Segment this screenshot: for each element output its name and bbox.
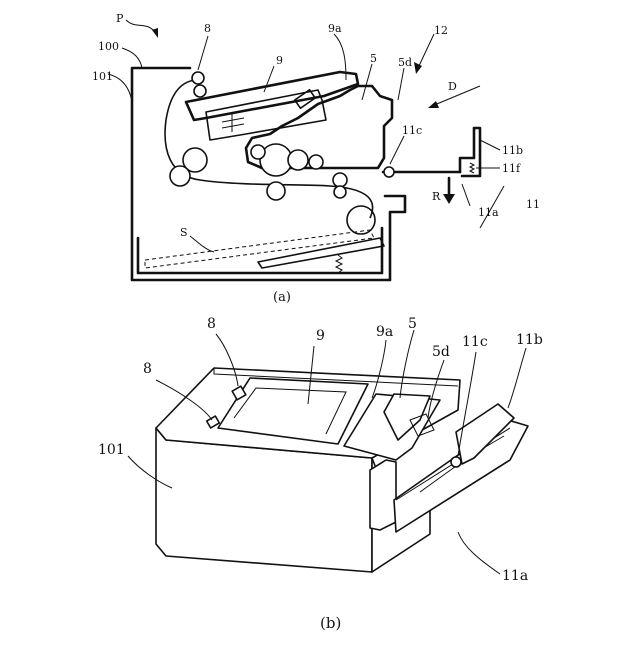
roller-11c-b bbox=[451, 457, 461, 467]
arrow-d-head bbox=[428, 101, 439, 108]
label-11b: 11b bbox=[502, 144, 523, 157]
lever-11b bbox=[460, 128, 480, 176]
dev-roller bbox=[288, 150, 308, 170]
label-b-5d: 5d bbox=[432, 344, 450, 360]
leader-s bbox=[190, 236, 214, 252]
leader-b-11a bbox=[458, 532, 500, 574]
figure-b-diagram: 8 8 9 9a 5 5d 11c 11b 101 11a (b) bbox=[98, 316, 543, 632]
leader-8 bbox=[198, 36, 208, 70]
leader-12 bbox=[418, 34, 434, 68]
charge-roller bbox=[251, 145, 265, 159]
label-9: 9 bbox=[276, 54, 283, 67]
label-11: 11 bbox=[526, 198, 540, 211]
exit-roller-8a bbox=[192, 72, 204, 84]
transfer-roller bbox=[267, 182, 285, 200]
label-b-11c: 11c bbox=[462, 334, 488, 350]
label-101: 101 bbox=[92, 70, 113, 83]
label-b-9: 9 bbox=[316, 328, 325, 344]
feed-roller-b bbox=[170, 166, 190, 186]
leader-p bbox=[126, 20, 156, 34]
label-9a: 9a bbox=[328, 22, 342, 35]
label-b-8-left: 8 bbox=[143, 361, 152, 377]
lens-assembly bbox=[222, 114, 244, 132]
label-b-8-top: 8 bbox=[207, 316, 216, 332]
label-100: 100 bbox=[98, 40, 119, 53]
label-s: S bbox=[180, 226, 188, 239]
label-b-11b: 11b bbox=[516, 332, 543, 348]
label-11c: 11c bbox=[402, 124, 422, 137]
exit-roller-8b bbox=[194, 85, 206, 97]
label-d: D bbox=[448, 80, 457, 93]
leader-100 bbox=[122, 48, 142, 68]
label-b-101: 101 bbox=[98, 442, 125, 458]
caption-b: (b) bbox=[320, 614, 341, 632]
label-p: P bbox=[116, 12, 124, 25]
leader-b-11b bbox=[508, 348, 526, 408]
reg-roller-b bbox=[334, 186, 346, 198]
arrow-r-head bbox=[443, 194, 455, 204]
caption-a: (a) bbox=[273, 290, 291, 305]
lift-spring bbox=[336, 255, 342, 273]
label-11f: 11f bbox=[502, 162, 521, 175]
label-b-9a: 9a bbox=[376, 324, 393, 340]
label-5: 5 bbox=[370, 52, 377, 65]
label-11a: 11a bbox=[478, 206, 499, 219]
label-8: 8 bbox=[204, 22, 211, 35]
leader-11b bbox=[480, 140, 500, 150]
reg-roller-a bbox=[333, 173, 347, 187]
label-5d: 5d bbox=[398, 56, 412, 69]
supply-roller bbox=[309, 155, 323, 169]
figure-a-diagram: P 8 100 101 9 9a 5 5d 12 D 11c 11b 11f R… bbox=[92, 12, 540, 305]
label-r: R bbox=[432, 190, 441, 203]
spring-11f bbox=[470, 163, 474, 173]
front-pillar bbox=[370, 460, 396, 530]
label-b-5: 5 bbox=[408, 316, 417, 332]
leader-11a bbox=[462, 184, 470, 206]
label-b-11a: 11a bbox=[502, 568, 528, 584]
leader-11c bbox=[390, 136, 404, 164]
leader-5d bbox=[398, 68, 404, 100]
label-12: 12 bbox=[434, 24, 448, 37]
leader-12-arrow bbox=[414, 62, 422, 74]
pickup-roller bbox=[347, 206, 375, 234]
roller-11c bbox=[384, 167, 394, 177]
